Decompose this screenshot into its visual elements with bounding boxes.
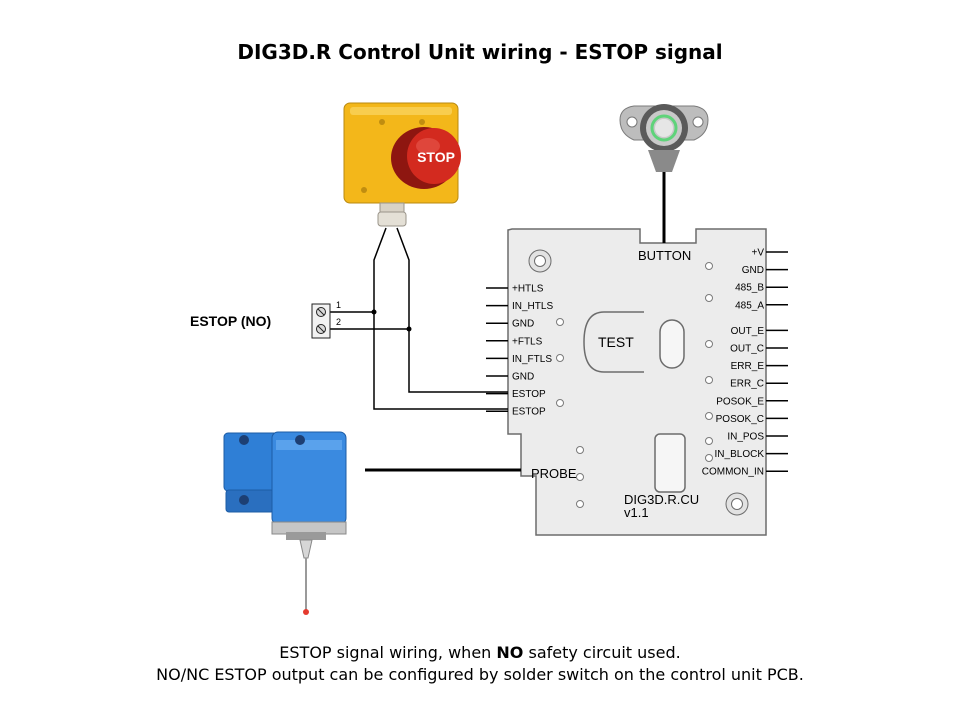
left-pin-label: GND [512,319,534,330]
caption-no-bold: NO [496,643,524,662]
caption-line-1: ESTOP signal wiring, when NO safety circ… [0,642,960,664]
right-pin-label: POSOK_E [716,396,764,407]
probe-connector-label: PROBE [531,466,577,481]
right-pin-label: IN_BLOCK [715,449,765,460]
right-pin-label: 485_B [735,283,764,294]
left-pin-label: +HTLS [512,284,544,295]
right-pin-label: +V [751,248,764,259]
caption-line-1-end: safety circuit used. [523,643,681,662]
left-pin-label: IN_FTLS [512,354,552,365]
estop-no-label: ESTOP (NO) [190,313,271,329]
caption-line-1-text: ESTOP signal wiring, when [279,643,497,662]
terminal-pin-1: 1 [336,300,341,310]
wire-junction [371,309,377,315]
stop-label: STOP [417,149,455,165]
left-pin-label: +FTLS [512,336,543,347]
right-pin-label: OUT_C [730,344,764,355]
board-model-label: DIG3D.R.CU [624,492,699,507]
stop-button-box: STOP [343,102,461,227]
right-pin-header: +V GND 485_B 485_A OUT_E OUT_C ERR_E ERR_C POSOK… [702,248,788,478]
right-pin-label: COMMON_IN [702,467,764,478]
caption: ESTOP signal wiring, when NO safety circ… [0,642,960,686]
right-pin-label: GND [742,265,764,276]
button-connector-label: BUTTON [638,248,691,263]
left-pin-label: GND [512,372,534,383]
page-title: DIG3D.R Control Unit wiring - ESTOP sign… [237,40,723,64]
touch-probe [223,431,347,615]
right-pin-label: ERR_E [731,361,765,372]
right-pin-label: ERR_C [730,379,764,390]
wire-junction [406,326,412,332]
left-pin-label: IN_HTLS [512,301,553,312]
illuminated-button [619,104,709,172]
terminal-pin-2: 2 [336,317,341,327]
control-unit-board: BUTTON TEST PROBE DIG3D.R.CU v1.1 [507,228,767,536]
estop-wires [330,227,508,410]
right-pin-label: IN_POS [727,432,764,443]
caption-line-2: NO/NC ESTOP output can be configured by … [156,665,804,684]
left-pin-label: ESTOP [512,389,546,400]
left-pin-label: ESTOP [512,407,546,418]
board-version-label: v1.1 [624,505,649,520]
left-pin-header: +HTLS IN_HTLS GND +FTLS IN_FTLS GND ESTOP ESTOP [486,284,553,418]
test-label: TEST [598,334,634,350]
right-pin-label: OUT_E [731,326,765,337]
right-pin-label: POSOK_C [716,414,764,425]
right-pin-label: 485_A [735,300,764,311]
estop-terminal-block: 1 2 ESTOP (NO) [190,300,341,339]
